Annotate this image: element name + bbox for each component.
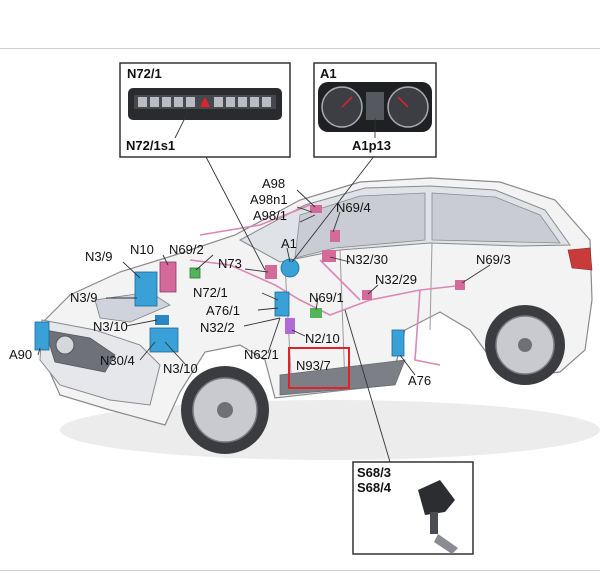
inset-switch <box>352 461 474 555</box>
inset-instrument-cluster <box>313 62 437 158</box>
label-n32-2: N32/2 <box>200 320 235 335</box>
highlight-box-n93-7 <box>288 347 350 389</box>
bottom-divider <box>0 570 600 571</box>
module-a1 <box>280 258 300 278</box>
module-a98 <box>310 205 322 213</box>
label-n69-2: N69/2 <box>169 242 204 257</box>
inset-label-s68-3: S68/3 <box>357 465 391 480</box>
inset-label-s68-4: S68/4 <box>357 480 391 495</box>
label-n32-30: N32/30 <box>346 252 388 267</box>
label-n69-1: N69/1 <box>309 290 344 305</box>
label-a98n1: A98n1 <box>250 192 288 207</box>
module-n73 <box>265 265 277 279</box>
label-n69-3: N69/3 <box>476 252 511 267</box>
label-n73: N73 <box>218 256 242 271</box>
module-n2-10 <box>285 318 295 334</box>
label-n2-10: N2/10 <box>305 331 340 346</box>
inset-control-panel <box>119 62 291 158</box>
label-n3-9-bottom: N3/9 <box>70 290 98 305</box>
label-n3-10-bottom: N3/10 <box>163 361 198 376</box>
module-n69-4 <box>330 230 340 242</box>
module-n69-1 <box>310 308 322 318</box>
label-n93-7: N93/7 <box>296 358 331 373</box>
label-n32-29: N32/29 <box>375 272 417 287</box>
label-a76: A76 <box>408 373 432 388</box>
label-n69-4: N69/4 <box>336 200 371 215</box>
label-n72-1: N72/1 <box>193 285 228 300</box>
label-n3-9-top: N3/9 <box>85 249 113 264</box>
inset-label-n72-1: N72/1 <box>127 66 162 81</box>
leader-lines <box>37 154 491 463</box>
module-n3-10 <box>155 315 169 325</box>
module-n32-29 <box>362 290 372 300</box>
label-n62-1: N62/1 <box>244 347 279 362</box>
module-n32-30 <box>322 250 336 262</box>
inset-label-a1p13: A1p13 <box>352 138 392 153</box>
module-a76 <box>391 329 405 357</box>
module-n72-1 <box>274 291 290 317</box>
label-a98: A98 <box>262 176 286 191</box>
module-n69-3 <box>455 280 465 290</box>
label-a98-1: A98/1 <box>253 208 287 223</box>
module-n69-2 <box>189 267 201 279</box>
label-a90: A90 <box>9 347 33 362</box>
module-n10 <box>159 261 177 293</box>
label-n3-10-top: N3/10 <box>93 319 128 334</box>
label-a76-1: A76/1 <box>206 303 240 318</box>
label-n10: N10 <box>130 242 154 257</box>
label-a1: A1 <box>281 236 297 251</box>
inset-label-a1: A1 <box>320 66 337 81</box>
module-a90 <box>34 321 50 351</box>
label-n30-4: N30/4 <box>100 353 135 368</box>
module-n3-9 <box>134 271 158 307</box>
vehicle-body <box>39 177 593 454</box>
module-n30-4 <box>149 327 179 353</box>
top-divider <box>0 48 600 49</box>
inset-label-n72-1s1: N72/1s1 <box>126 138 176 153</box>
vehicle-components <box>34 205 465 357</box>
